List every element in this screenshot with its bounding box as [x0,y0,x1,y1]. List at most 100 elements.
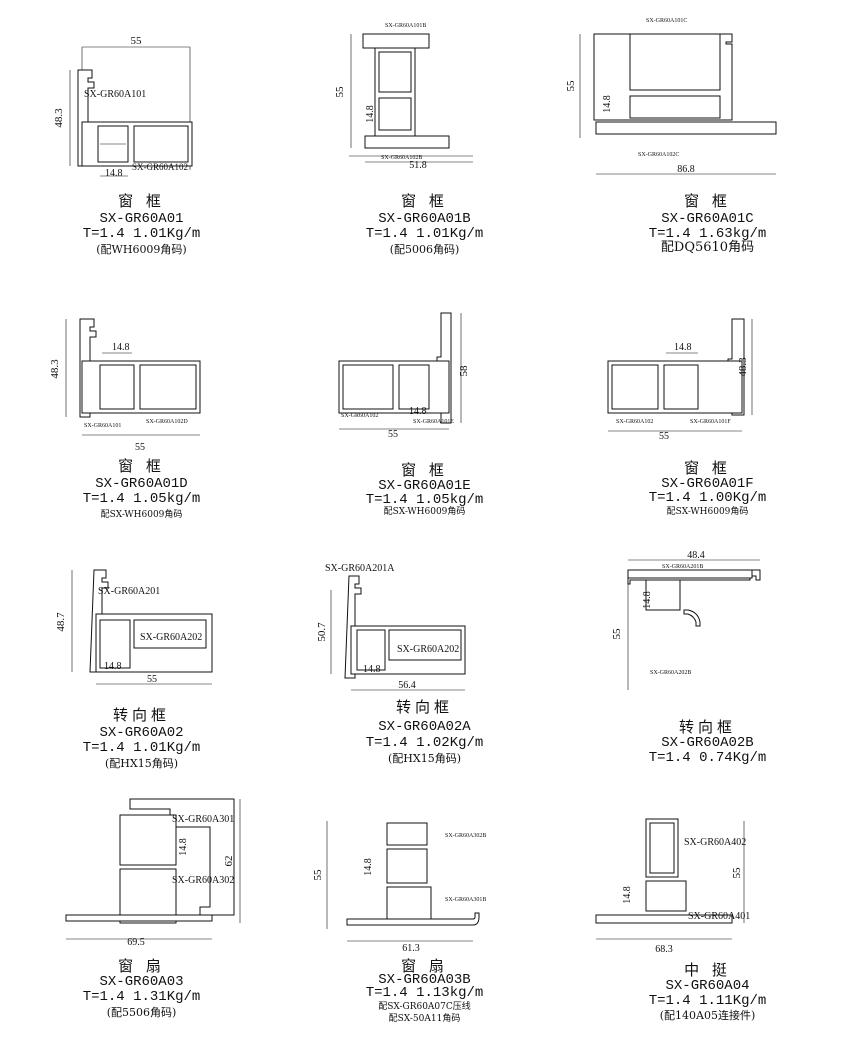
profile-weight: T=1.4 1.11Kg/m [648,993,767,1009]
profile-drawing-3: SX-GR60A101C 55 SX-GR60A102C 86.8 14.8 [565,18,777,175]
dim-width: 48.4 [687,550,705,561]
profile-type: 窗 扇 [118,957,165,975]
profile-drawing-8: SX-GR60A201A 50.7 SX-GR60A202 14.8 56.4 [316,563,466,691]
profile-note: (配HX15角码) [104,757,178,770]
dim-small: 14.8 [642,591,653,609]
part-label-b: SX-GR60A102B [381,155,422,161]
profile-code: SX-GR60A02 [99,725,184,741]
profile-weight: T=1.4 1.05kg/m [82,491,201,507]
dim-height: 55 [731,867,743,879]
dim-small: 14.8 [602,95,613,113]
profile-weight: T=1.4 1.01Kg/m [82,740,201,756]
profile-weight: T=1.4 1.00Kg/m [648,490,767,506]
profile-weight: T=1.4 1.05kg/m [365,492,484,508]
profile-type: 窗 框 [684,192,731,210]
dim-small: 14.8 [409,406,427,417]
profile-note: 配DQ5610角码 [660,240,755,255]
part-label-b: SX-GR60A101F [690,419,731,425]
profile-note: (配140A05连接件) [659,1009,756,1022]
profile-cell-7: 48.7 SX-GR60A201 SX-GR60A202 14.8 55 转向框… [0,530,283,795]
dim-width: 69.5 [127,937,145,948]
profile-cell-5: 58 14.8 SX-GR60A102 SX-GR60A101E 55 窗 框 … [283,265,566,530]
profile-note: (配5506角码) [106,1006,177,1019]
profile-cell-6: 14.8 48.3 SX-GR60A102 SX-GR60A101F 55 窗 … [566,265,849,530]
profile-weight: T=1.4 1.01Kg/m [82,226,201,242]
dim-small: 14.8 [363,664,381,675]
part-label-a: SX-GR60A101 [84,89,146,100]
profile-weight: T=1.4 1.02Kg/m [365,735,484,751]
profile-weight: T=1.4 1.63kg/m [648,226,767,242]
profile-note: (配HX15角码) [387,752,461,765]
dim-width: 56.4 [398,680,416,691]
profile-code: SX-GR60A04 [665,978,750,994]
profile-cell-4: 14.8 48.3 SX-GR60A101 SX-GR60A102D 55 窗 … [0,265,283,530]
profile-drawing-12: 55 SX-GR60A402 SX-GR60A401 14.8 68.3 [595,818,750,955]
profile-type: 中 挺 [684,961,731,979]
part-label-b: SX-GR60A401 [688,911,750,922]
part-label-b: SX-GR60A301B [445,897,486,903]
dim-height: 55 [565,80,577,92]
profile-cell-11: 55 SX-GR60A302B SX-GR60A301B 14.8 61.3 窗… [283,795,566,1060]
part-label-b: SX-GR60A202B [650,670,691,676]
profile-code: SX-GR60A01C [661,211,754,227]
dim-width: 68.3 [655,944,673,955]
profile-code: SX-GR60A02B [661,735,754,751]
part-label-a: SX-GR60A102 [616,419,653,425]
part-label-b: SX-GR60A202 [397,644,459,655]
profile-code: SX-GR60A01B [378,211,471,227]
profile-type: 转向框 [112,706,170,724]
profile-code: SX-GR60A01E [378,478,471,494]
dim-height: 55 [334,86,346,98]
profile-type: 窗 扇 [401,957,448,975]
part-label-b: SX-GR60A202 [140,632,202,643]
part-label-a: SX-GR60A301 [172,814,234,825]
part-label-a: SX-GR60A201A [325,563,395,574]
dim-small: 14.8 [105,168,123,179]
profile-code: SX-GR60A01F [661,476,754,492]
profile-cell-2: SX-GR60A101B 55 SX-GR60A102B 51.8 14.8 窗… [283,0,566,265]
part-label-b: SX-GR60A101E [413,419,454,425]
dim-small: 14.8 [104,661,122,672]
part-label-b: SX-GR60A302 [172,875,234,886]
part-label-a: SX-GR60A201 [98,586,160,597]
dim-width: 55 [147,674,157,685]
profile-type: 窗 框 [401,192,448,210]
dim-small: 14.8 [178,838,189,856]
dim-width: 61.3 [402,943,420,954]
profile-code: SX-GR60A03 [99,974,184,990]
profile-drawing-4: 14.8 48.3 SX-GR60A101 SX-GR60A102D 55 [49,318,201,453]
profile-cell-9: 48.4 SX-GR60A201B 55 14.8 SX-GR60A202B 转… [566,530,849,795]
dim-width: 55 [388,429,398,440]
profile-cell-10: 62 SX-GR60A301 SX-GR60A302 14.8 69.5 窗 扇… [0,795,283,1060]
dim-height: 55 [611,628,623,640]
dim-small: 14.8 [622,886,633,904]
part-label-b: SX-GR60A102D [146,419,188,425]
profile-drawing-7: 48.7 SX-GR60A201 SX-GR60A202 14.8 55 [55,569,213,685]
profile-type: 转向框 [395,698,453,716]
profile-drawing-1: 55 48.3 SX-GR60A101 SX-GR60A102 14.8 [53,35,193,179]
profile-type: 窗 框 [118,192,165,210]
dim-height: 48.7 [55,612,67,632]
profile-note: 配SX-WH6009角码 [383,507,466,517]
dim-width: 55 [131,35,143,47]
part-label-a: SX-GR60A101C [646,18,687,24]
profile-weight: T=1.4 0.74Kg/m [648,750,767,766]
profile-code: SX-GR60A02A [378,719,471,735]
profile-note: (配5006角码) [389,243,460,256]
part-label-a: SX-GR60A101 [84,423,121,429]
profile-cell-8: SX-GR60A201A 50.7 SX-GR60A202 14.8 56.4 … [283,530,566,795]
profile-drawing-9: 48.4 SX-GR60A201B 55 14.8 SX-GR60A202B [611,550,761,690]
profile-drawing-2: SX-GR60A101B 55 SX-GR60A102B 51.8 14.8 [334,23,473,171]
dim-height: 48.3 [737,357,749,377]
part-label-a: SX-GR60A402 [684,837,746,848]
dim-width: 55 [659,431,669,442]
dim-height: 55 [312,869,324,881]
profile-type: 转向框 [678,718,736,736]
part-label-a: SX-GR60A101B [385,23,426,29]
dim-width: 51.8 [409,160,427,171]
dim-small: 14.8 [365,105,376,123]
profile-note: 配SX-GR60A07C压线 [378,1002,471,1012]
dim-small: 14.8 [112,342,130,353]
profile-cell-3: SX-GR60A101C 55 SX-GR60A102C 86.8 14.8 窗… [565,0,849,265]
dim-small: 14.8 [674,342,692,353]
